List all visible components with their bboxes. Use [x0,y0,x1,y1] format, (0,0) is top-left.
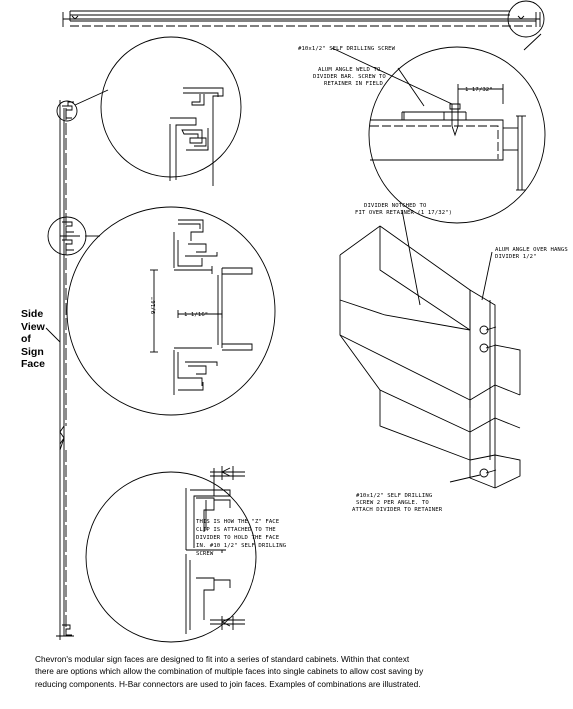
label-alum-weld-3: RETAINER IN FIELD [324,81,383,87]
caption-line-3: reducing components. H-Bar connectors ar… [35,678,421,689]
detail-circle-2 [66,206,276,416]
label-screw-bottom-3: ATTACH DIVIDER TO RETAINER [352,507,443,513]
cad-labels: #10x1/2" SELF DRILLING SCREW ALUM ANGLE … [151,46,568,557]
label-overhang-2: DIVIDER 1/2" [495,254,537,260]
detail-marker-1 [56,100,78,122]
label-clip-4: IN. #10 1/2" SELF DRILLING [196,543,287,549]
side-view-line-5: Face [21,358,45,370]
label-clip-3: DIVIDER TO HOLD THE FACE [196,535,280,541]
side-view-line-2: View [21,320,45,333]
label-screw-bottom-2: SCREW 2 PER ANGLE. TO [356,500,429,506]
side-view-line-1: Side [21,308,44,320]
label-clip-1: THIS IS HOW THE "Z" FACE [196,519,280,525]
label-dim-1-1-16: 1 1/16" [184,312,208,318]
detail-circle-3 [85,466,257,643]
side-view-profile [45,89,109,640]
label-dim-9-16: 9/16" [151,297,157,314]
label-clip-5: SCREW [196,551,214,557]
label-dim-1-17-32: 1 17/32" [465,87,493,93]
label-notched-1: DIVIDER NOTCHED TO [364,203,427,209]
caption-paragraph: Chevron's modular sign faces are designe… [35,653,570,690]
caption-line-2: there are options which allow the combin… [35,666,424,677]
top-plan-view [62,0,545,51]
label-clip-2: CLIP IS ATTACHED TO THE [196,527,276,533]
label-notched-2: FIT OVER RETAINER (1 17/32") [355,210,452,216]
detail-circle-4 [368,46,546,224]
detail-marker-top [507,0,545,38]
isometric-assembly [339,225,521,489]
label-screw-top: #10x1/2" SELF DRILLING SCREW [298,46,396,52]
label-overhang-1: ALUM ANGLE OVER HANGS [495,247,568,253]
label-alum-weld-1: ALUM ANGLE WELD TO [318,67,381,73]
side-view-line-4: Sign [21,345,44,358]
caption-line-1: Chevron's modular sign faces are designe… [35,654,410,664]
dimension-lines [150,47,493,483]
side-view-label: Side View of Sign Face [21,308,45,371]
label-screw-bottom-1: #10x1/2" SELF DRILLING [356,493,433,499]
label-alum-weld-2: DIVIDER BAR. SCREW TO [313,74,386,80]
side-view-line-3: of [21,333,31,345]
detail-circle-1 [100,36,242,186]
